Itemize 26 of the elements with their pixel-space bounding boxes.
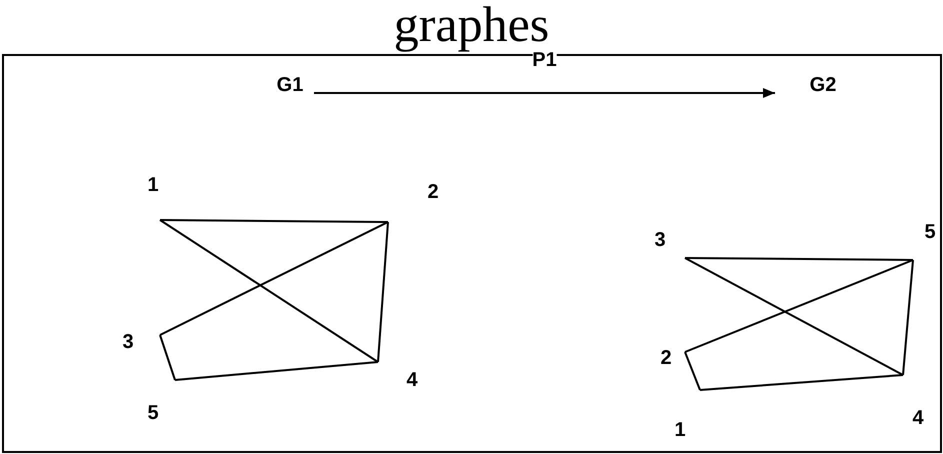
graph-edge [159,219,379,363]
vertex-label: 3 [122,331,134,353]
graph-edge [174,361,378,381]
vertex-label: 5 [147,402,159,424]
vertex-label: 2 [427,181,439,203]
graph-edge [684,352,701,390]
vertex-label: 5 [924,221,936,243]
vertex-label: 2 [660,347,672,369]
vertex-label: 1 [147,174,159,196]
graph-label: G1 [276,74,304,96]
graph-edge [159,334,176,380]
graph-edge [377,222,389,362]
graph-edge [902,260,914,376]
graph-label: G2 [810,74,836,96]
graph-edge [160,221,388,336]
vertex-label: 4 [912,407,924,429]
graph-edge [684,259,914,353]
title: graphes [392,0,550,52]
vertex-label: 1 [674,419,686,441]
graph-edge [684,257,904,376]
vertex-label: 4 [406,369,418,391]
arrow [314,88,775,98]
graph-edge [685,257,913,261]
vertex-label: 3 [654,229,666,251]
graph-edge [160,219,388,223]
graph-edge [700,374,904,391]
